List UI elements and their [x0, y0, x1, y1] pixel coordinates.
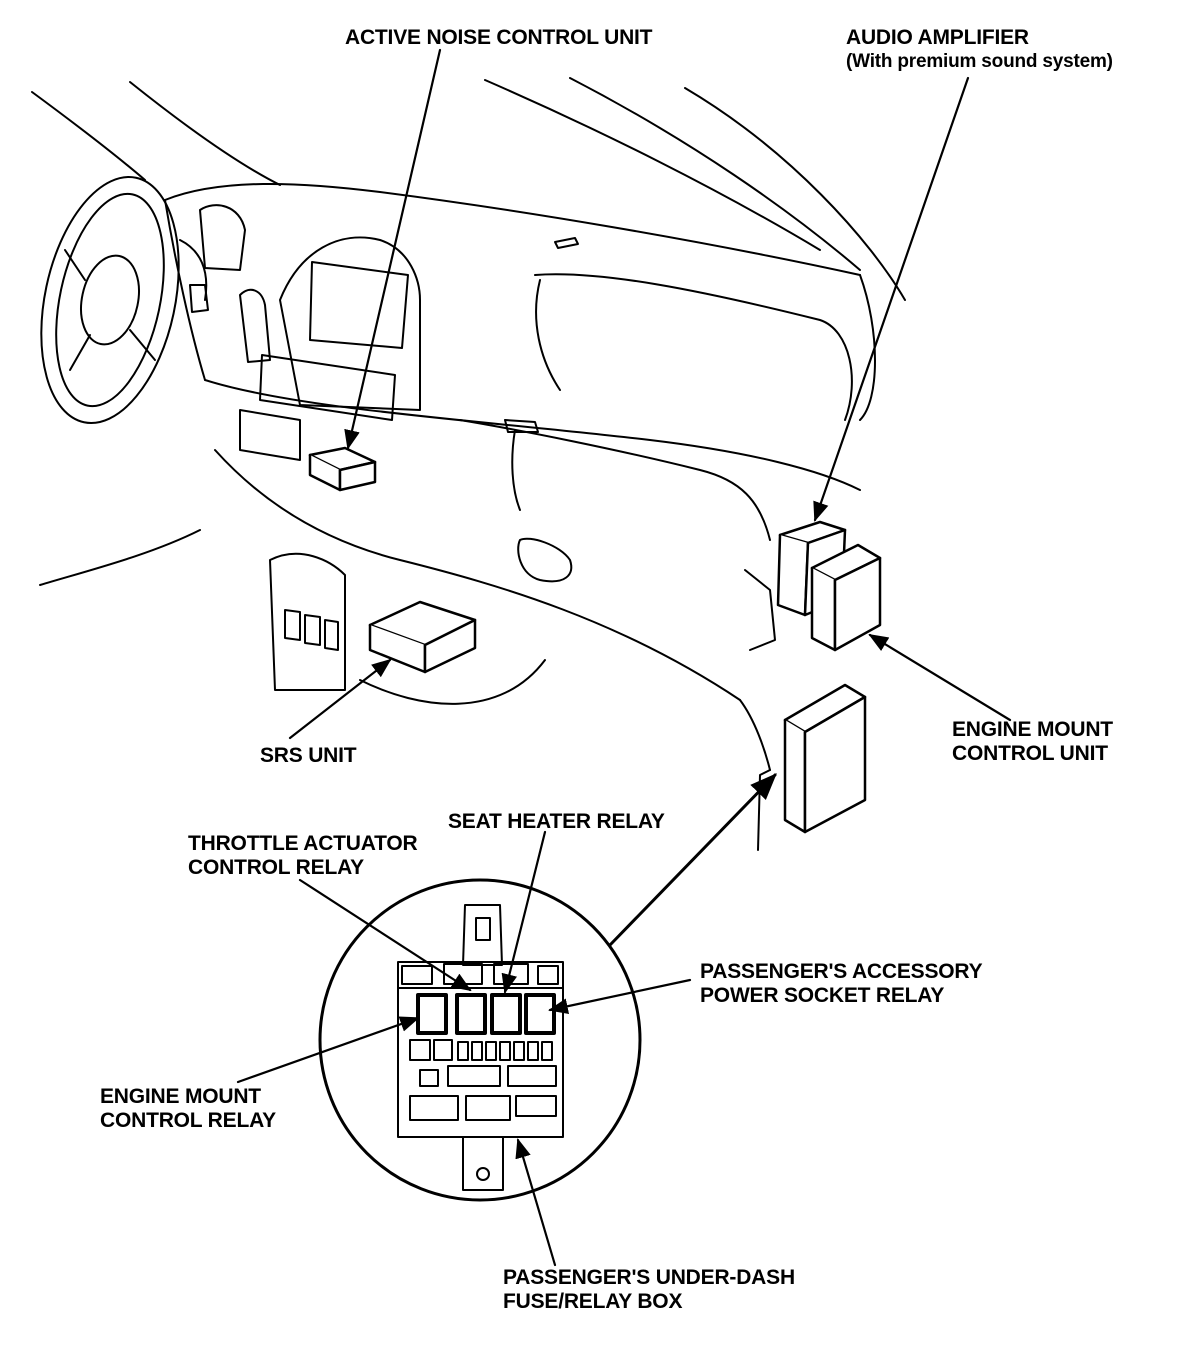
label-engine-mount-control-relay-line2: CONTROL RELAY	[100, 1109, 276, 1132]
label-audio-amplifier: AUDIO AMPLIFIER (With premium sound syst…	[846, 26, 1113, 74]
leader-active-noise-control-unit	[344, 48, 442, 450]
label-passengers-under-dash-fuse-relay-box-line2: FUSE/RELAY BOX	[503, 1290, 683, 1313]
label-srs-unit: SRS UNIT	[260, 744, 357, 768]
label-seat-heater-relay: SEAT HEATER RELAY	[448, 810, 665, 834]
label-passengers-under-dash-fuse-relay-box-line1: PASSENGER'S UNDER-DASH	[503, 1266, 795, 1289]
leader-passengers-accessory-power-socket-relay	[548, 978, 692, 1015]
label-active-noise-control-unit-text: ACTIVE NOISE CONTROL UNIT	[345, 26, 653, 49]
fuse-relay-box-detail	[397, 904, 564, 1191]
leader-srs-unit	[288, 658, 392, 740]
label-engine-mount-control-relay: ENGINE MOUNT CONTROL RELAY	[100, 1085, 276, 1133]
label-audio-amplifier-line1: AUDIO AMPLIFIER	[846, 26, 1029, 49]
windshield-lines	[31, 77, 906, 586]
leader-throttle-actuator-control-relay	[298, 878, 472, 992]
label-engine-mount-control-relay-line1: ENGINE MOUNT	[100, 1085, 261, 1108]
under-dash-fuse-box	[783, 683, 867, 834]
label-passengers-accessory-power-socket-relay-line1: PASSENGER'S ACCESSORY	[700, 960, 983, 983]
label-srs-unit-text: SRS UNIT	[260, 744, 357, 767]
engine-mount-control-unit-box	[810, 543, 882, 652]
label-throttle-actuator-control-relay-line1: THROTTLE ACTUATOR	[188, 832, 418, 855]
active-noise-control-unit-box	[308, 446, 377, 492]
leader-engine-mount-control-relay	[236, 1016, 420, 1084]
center-stack	[189, 204, 421, 461]
leader-audio-amplifier	[813, 76, 970, 522]
label-active-noise-control-unit: ACTIVE NOISE CONTROL UNIT	[345, 26, 652, 50]
label-seat-heater-relay-text: SEAT HEATER RELAY	[448, 810, 665, 833]
label-engine-mount-control-unit-line2: CONTROL UNIT	[952, 742, 1108, 765]
label-throttle-actuator-control-relay: THROTTLE ACTUATOR CONTROL RELAY	[188, 832, 418, 880]
label-passengers-accessory-power-socket-relay-line2: POWER SOCKET RELAY	[700, 984, 945, 1007]
label-audio-amplifier-line2: (With premium sound system)	[846, 51, 1113, 72]
leader-lines	[236, 48, 1012, 1267]
leader-passengers-under-dash-fuse-relay-box	[515, 1138, 557, 1267]
fuse-box-detail-circle	[318, 878, 642, 1202]
leader-detail-arrow	[608, 773, 777, 947]
leader-engine-mount-control-unit	[868, 633, 1012, 722]
label-engine-mount-control-unit-line1: ENGINE MOUNT	[952, 718, 1113, 741]
steering-wheel	[40, 175, 208, 425]
dashboard-top	[164, 182, 876, 491]
label-throttle-actuator-control-relay-line2: CONTROL RELAY	[188, 856, 364, 879]
label-passengers-under-dash-fuse-relay-box: PASSENGER'S UNDER-DASH FUSE/RELAY BOX	[503, 1266, 795, 1314]
label-passengers-accessory-power-socket-relay: PASSENGER'S ACCESSORY POWER SOCKET RELAY	[700, 960, 983, 1008]
leader-seat-heater-relay	[501, 830, 547, 994]
srs-unit-box	[368, 600, 477, 674]
label-engine-mount-control-unit: ENGINE MOUNT CONTROL UNIT	[952, 718, 1113, 766]
lower-dashboard	[214, 273, 853, 851]
